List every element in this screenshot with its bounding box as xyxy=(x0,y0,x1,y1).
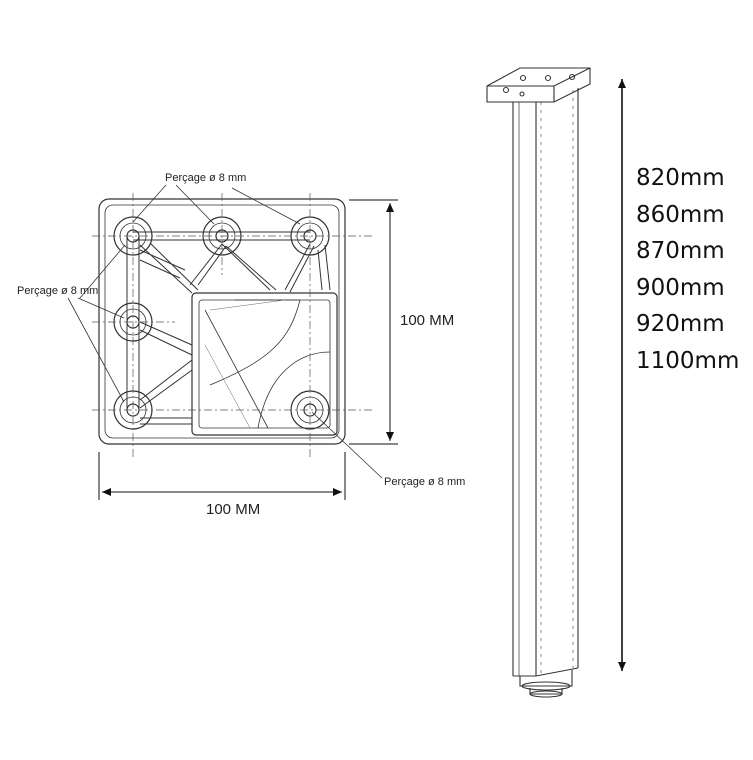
plate-height-label: 100 MM xyxy=(400,312,454,329)
hole-label-top: Perçage ø 8 mm xyxy=(165,172,246,184)
height-option: 870mm xyxy=(636,238,725,264)
height-option: 820mm xyxy=(636,165,725,191)
leg-height-options: 820mm 860mm 870mm 900mm 920mm 1100mm xyxy=(636,160,739,379)
hole-label-left: Perçage ø 8 mm xyxy=(17,285,98,297)
height-option: 1100mm xyxy=(636,347,740,374)
hole-label-bottom: Perçage ø 8 mm xyxy=(384,476,465,488)
leg-tube xyxy=(512,88,579,677)
plate-height-dimension xyxy=(349,199,398,445)
plate-ribs xyxy=(126,231,331,425)
plate-width-dimension xyxy=(98,452,346,500)
height-option: 860mm xyxy=(636,201,725,228)
plate-width-label: 100 MM xyxy=(206,501,260,518)
centerlines xyxy=(92,193,372,458)
leader-lines xyxy=(67,184,383,479)
mounting-holes xyxy=(113,216,330,430)
plate-pocket xyxy=(191,292,338,436)
table-leg xyxy=(486,67,591,698)
leg-foot xyxy=(519,670,573,698)
height-option: 900mm xyxy=(636,274,725,301)
height-option: 920mm xyxy=(636,311,725,337)
leg-top-plate xyxy=(486,67,591,103)
